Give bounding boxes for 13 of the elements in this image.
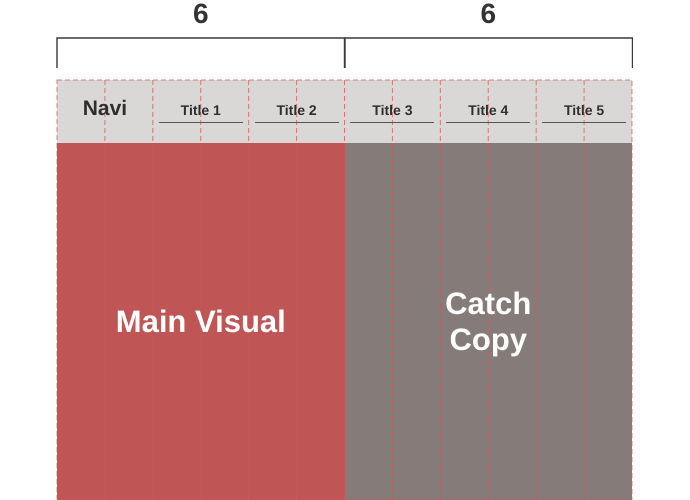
header-band	[57, 80, 632, 143]
dimension-label: 6	[192, 0, 209, 29]
main-visual-area	[57, 143, 344, 500]
menu-link: Title 4	[446, 102, 530, 123]
dimension-label: 6	[480, 0, 496, 29]
block-title: Main Visual	[116, 304, 286, 340]
menu-link: Title 5	[542, 102, 626, 123]
menu-link: Title 3	[350, 102, 434, 123]
menu-label: Navi	[82, 97, 128, 121]
menu-link: Title 2	[254, 102, 339, 123]
menu-link: Title 1	[158, 102, 243, 123]
block-title: Catch Copy	[444, 286, 532, 358]
catch-copy-area	[344, 143, 632, 500]
